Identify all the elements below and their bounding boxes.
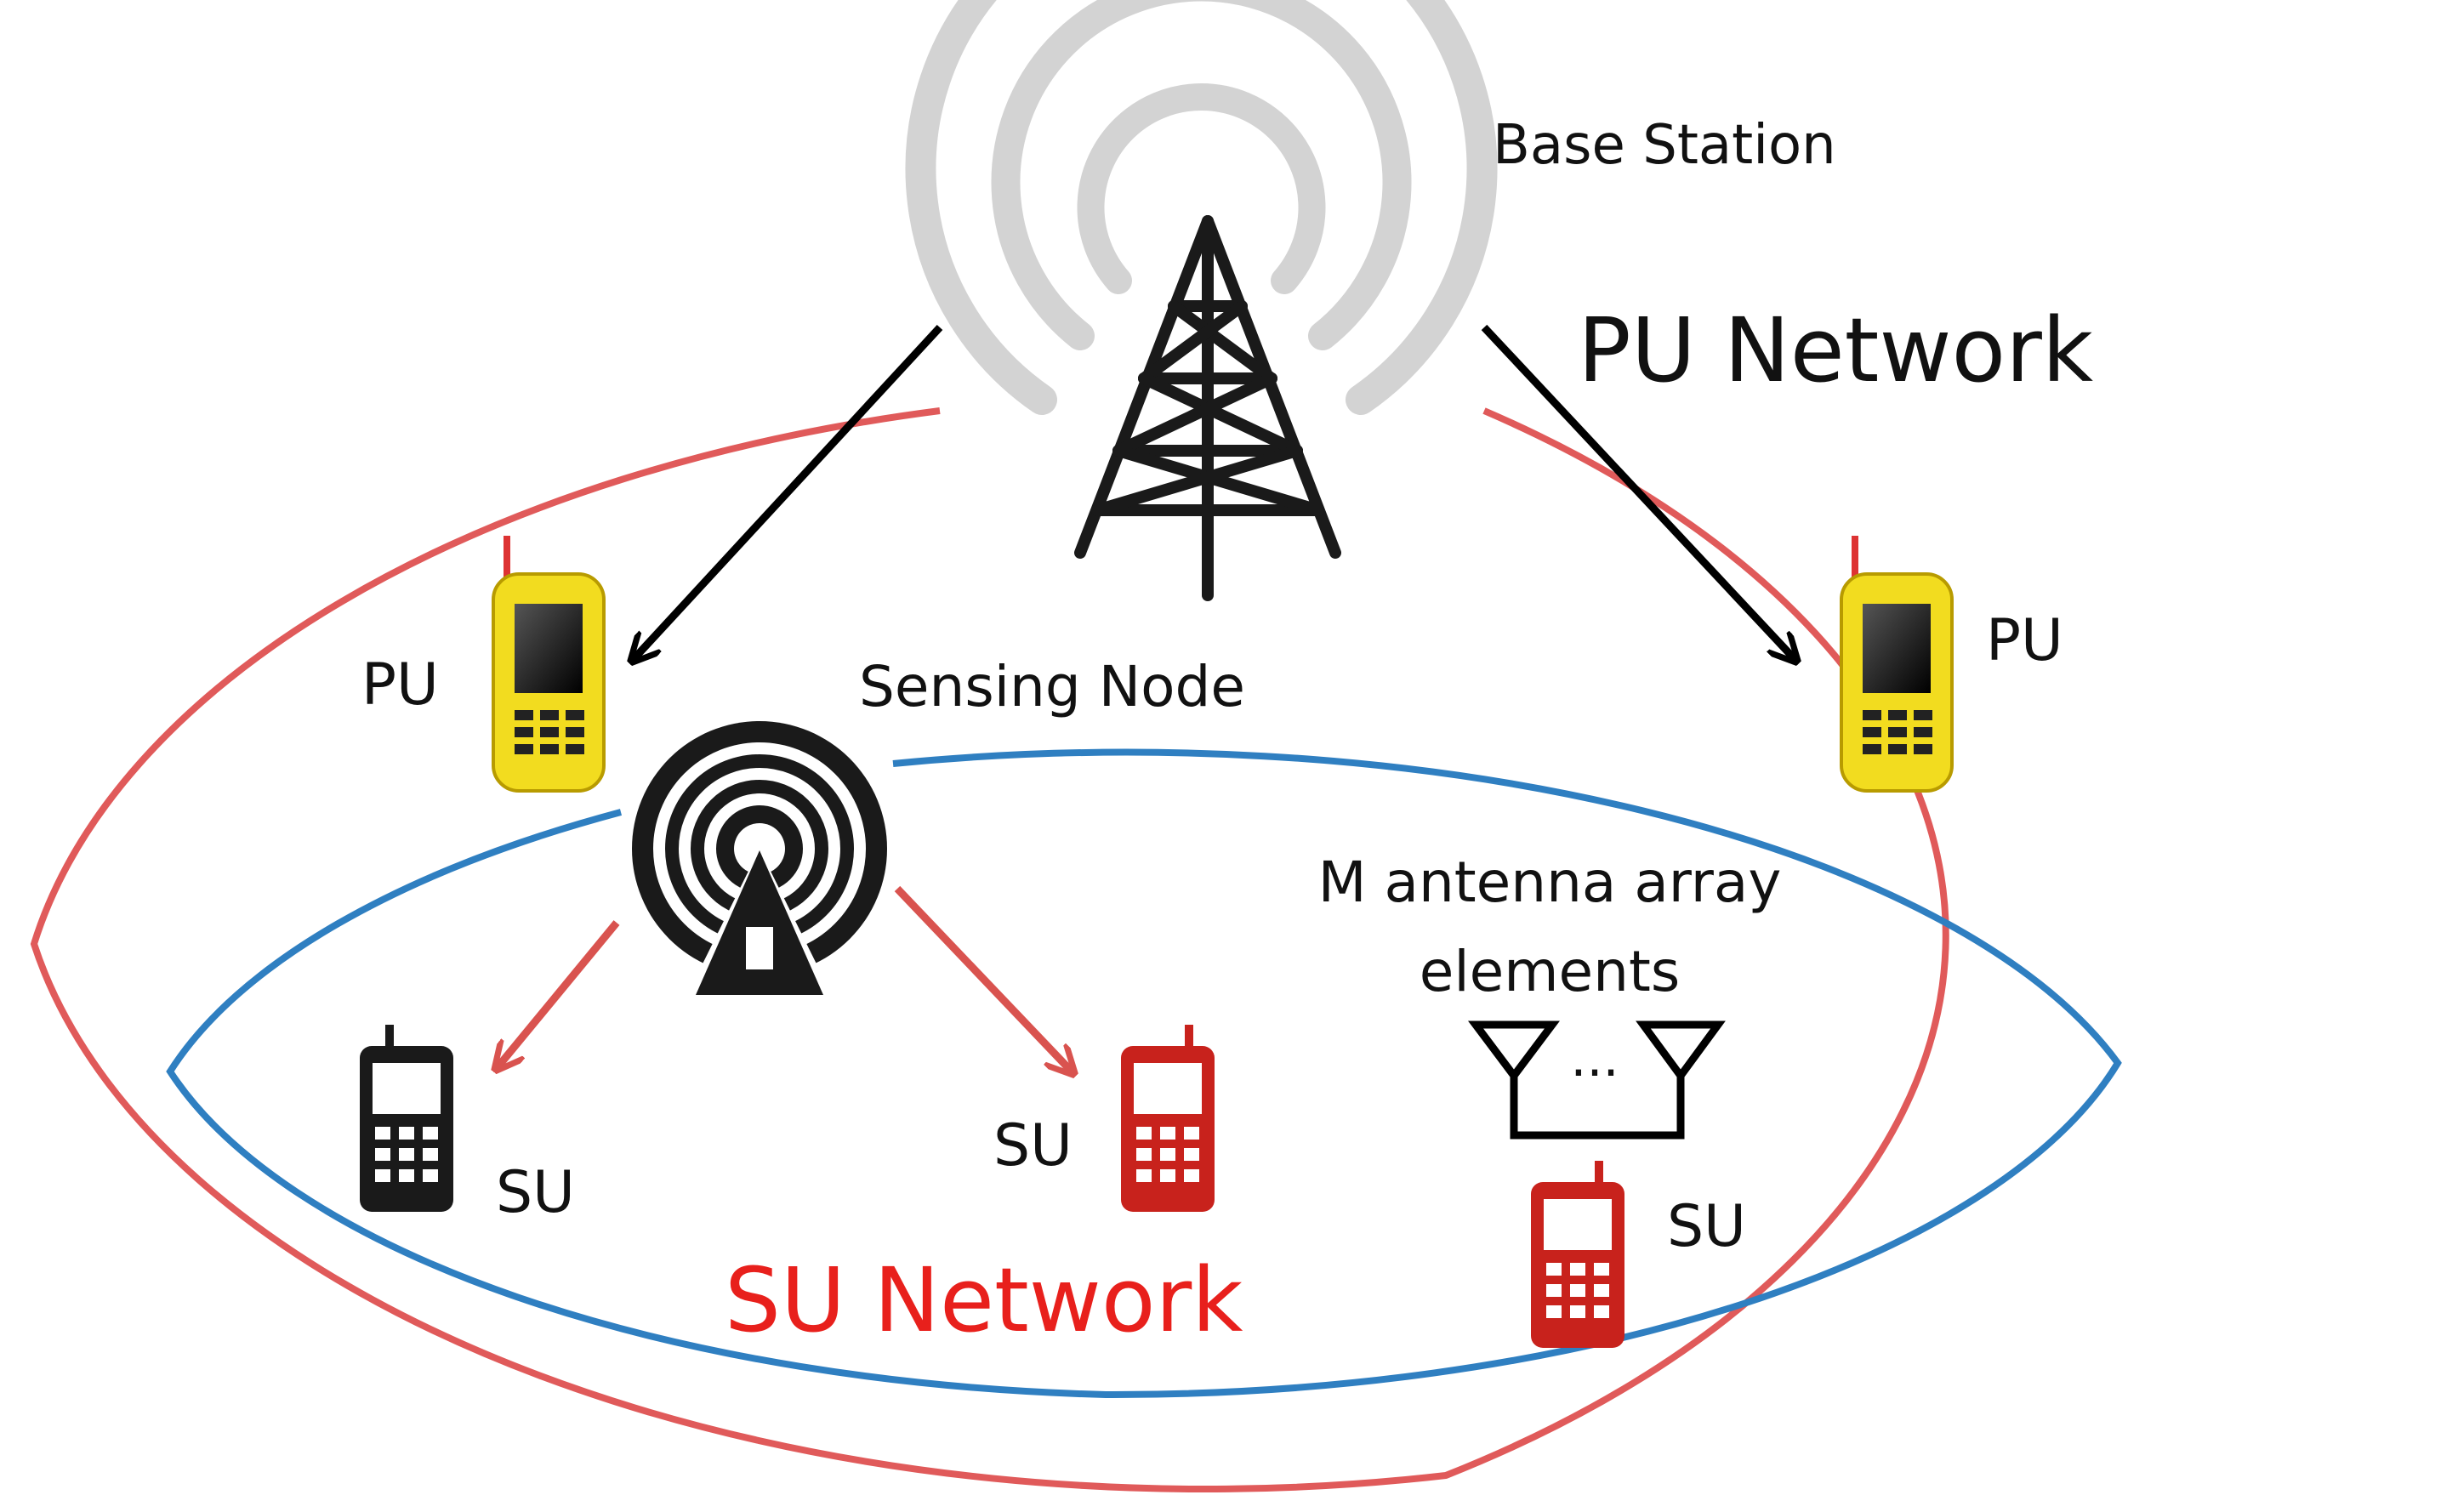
su-arrow-left (498, 920, 620, 1067)
pu-phone-icon (1840, 536, 1954, 793)
su-network-label: SU Network (725, 1248, 1243, 1352)
antenna-dots: ... (1570, 1029, 1619, 1089)
antenna-label-line2: elements (1420, 939, 1681, 1004)
su-phone-icon (1121, 1025, 1215, 1212)
sensing-node-label: Sensing Node (859, 654, 1245, 719)
su-middle-label: SU (993, 1112, 1073, 1179)
pu-network-ellipse (30, 407, 1949, 1493)
su-phone-icon (360, 1025, 453, 1212)
su-right-label: SU (1667, 1193, 1746, 1260)
pu-left-label: PU (361, 651, 439, 719)
base-station-label: Base Station (1493, 114, 1836, 177)
su-left-label: SU (496, 1159, 575, 1226)
sensing-node-icon (632, 721, 887, 1003)
pu-arrow-right (1481, 324, 1795, 659)
su-arrow-right (894, 885, 1072, 1071)
su-phone-icon (1531, 1161, 1624, 1348)
pu-phone-icon (492, 536, 606, 793)
pu-right-label: PU (1986, 607, 2063, 674)
antenna-label-line1: M antenna array (1318, 850, 1782, 915)
cell-tower-icon (1074, 215, 1341, 601)
tower-waves-icon (905, 0, 1498, 415)
su-network-ellipse (166, 748, 2122, 1399)
pu-arrow-left (634, 324, 943, 659)
pu-network-label: PU Network (1578, 298, 2093, 402)
antenna-array-icon (1468, 1020, 1726, 1140)
